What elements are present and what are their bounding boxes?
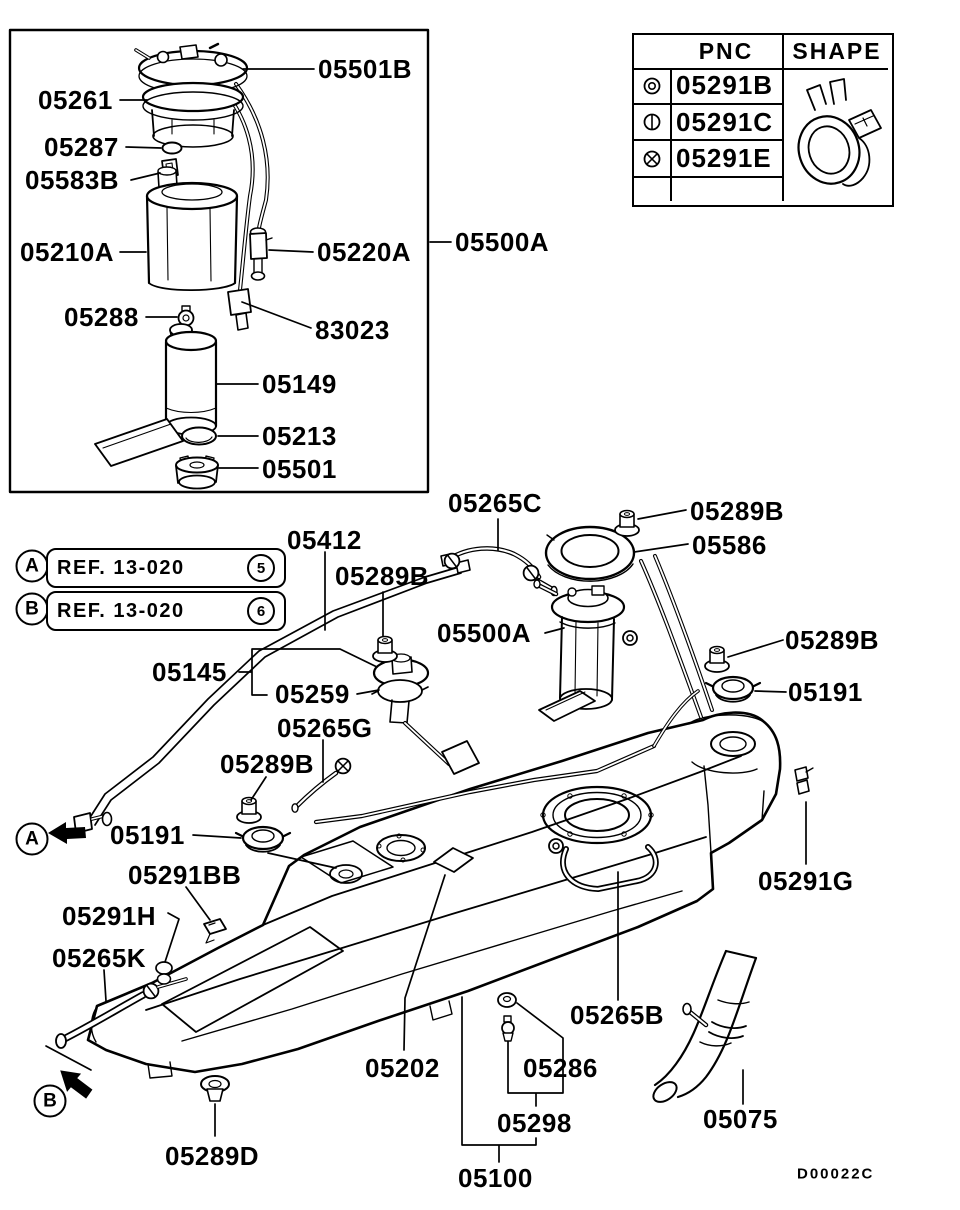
part-label-05265G: 05265G — [277, 713, 373, 743]
part-label-05586: 05586 — [692, 530, 767, 560]
part-label-05500A: 05500A — [437, 618, 532, 648]
nut-05289B-4 — [236, 796, 262, 824]
part-label-05501: 05501 — [262, 454, 337, 484]
legend-pnc-value: 05291E — [676, 143, 772, 173]
ref-note-box-A: REF. 13-020 5 — [46, 548, 286, 588]
circle-cross-icon — [634, 148, 670, 170]
ref-note-box-B: REF. 13-020 6 — [46, 591, 286, 631]
part-label-05500A-inset: 05500A — [455, 227, 550, 257]
part-label-05298: 05298 — [497, 1108, 572, 1138]
pnc-shape-legend-table: PNC SHAPE 05291B 05291C 05291E — [632, 33, 894, 207]
part-label-05289B-4: 05289B — [220, 749, 315, 779]
nut-05289B-1 — [372, 635, 398, 663]
ref-note-number: 6 — [247, 597, 275, 625]
symbol-column-divider — [670, 68, 672, 201]
part-label-05289B-3: 05289B — [785, 625, 880, 655]
part-label-05202: 05202 — [365, 1053, 440, 1083]
ref-key-circle-B: B — [15, 592, 49, 626]
part-label-05191-2: 05191 — [110, 820, 185, 850]
shape-column-divider — [782, 35, 784, 201]
part-label-05145: 05145 — [152, 657, 227, 687]
part-label-05286: 05286 — [523, 1053, 598, 1083]
view-b-arrow-icon — [60, 1070, 93, 1099]
legend-pnc-value: 05291B — [676, 70, 774, 100]
ref-note-number: 5 — [247, 554, 275, 582]
fuel-tank-drawing — [86, 554, 782, 1079]
part-label-05501B: 05501B — [318, 54, 413, 84]
part-label-05289B-1: 05289B — [335, 561, 430, 591]
part-label-05412: 05412 — [287, 525, 362, 555]
shape-column-header: SHAPE — [792, 38, 882, 64]
part-label-05220A: 05220A — [317, 237, 412, 267]
pump-module-drawing — [371, 525, 638, 775]
inset-assembly-drawing — [94, 42, 273, 490]
part-label-05100: 05100 — [458, 1163, 533, 1193]
legend-row-05291E: 05291E — [634, 141, 782, 178]
header-divider — [634, 68, 888, 70]
fuel-lines-drawing — [55, 546, 758, 1103]
circle-slash-icon — [634, 111, 670, 133]
part-label-05149: 05149 — [262, 369, 337, 399]
part-label-05291H: 05291H — [62, 901, 157, 931]
part-label-05291BB: 05291BB — [128, 860, 242, 890]
part-label-05287: 05287 — [44, 132, 119, 162]
double-circle-icon — [634, 75, 670, 97]
part-label-05213: 05213 — [262, 421, 337, 451]
ref-key-circle-A: A — [15, 549, 49, 583]
legend-pnc-value: 05291C — [676, 106, 774, 137]
ref-note-text: REF. 13-020 — [57, 556, 185, 579]
cap-05191-right — [704, 675, 762, 703]
legend-row-05291B: 05291B — [634, 68, 782, 105]
hose-clamp-drawing — [782, 68, 892, 205]
view-marker-A: A — [15, 822, 49, 856]
nut-05289B-3 — [704, 645, 730, 673]
diagram-code: D00022C — [797, 1165, 875, 1183]
part-label-05265K: 05265K — [52, 943, 147, 973]
part-label-05075: 05075 — [703, 1104, 778, 1134]
part-label-05261: 05261 — [38, 85, 113, 115]
part-label-05191-1: 05191 — [788, 677, 863, 707]
part-label-05291G: 05291G — [758, 866, 854, 896]
small-parts-drawing — [48, 509, 814, 1102]
inset-box — [8, 28, 430, 494]
part-label-05210A: 05210A — [20, 237, 115, 267]
ref-note-text: REF. 13-020 — [57, 599, 185, 622]
part-label-05289B-2: 05289B — [690, 496, 785, 526]
part-label-05288: 05288 — [64, 302, 139, 332]
pnc-column-header: PNC — [698, 38, 754, 64]
part-label-05265C: 05265C — [448, 488, 543, 518]
view-marker-B: B — [33, 1084, 67, 1118]
part-label-05583B: 05583B — [25, 165, 120, 195]
part-label-05265B: 05265B — [570, 1000, 665, 1030]
part-label-05289D: 05289D — [165, 1141, 260, 1171]
part-label-05259: 05259 — [275, 679, 350, 709]
legend-row-05291C: 05291C — [634, 105, 782, 141]
view-a-arrow-icon — [48, 822, 86, 844]
part-label-83023: 83023 — [315, 315, 390, 345]
cap-05191-left — [234, 825, 292, 853]
nut-05289B-2 — [614, 509, 640, 537]
leader-lines — [45, 68, 807, 1163]
legend-rows: 05291B 05291C 05291E — [634, 68, 782, 178]
